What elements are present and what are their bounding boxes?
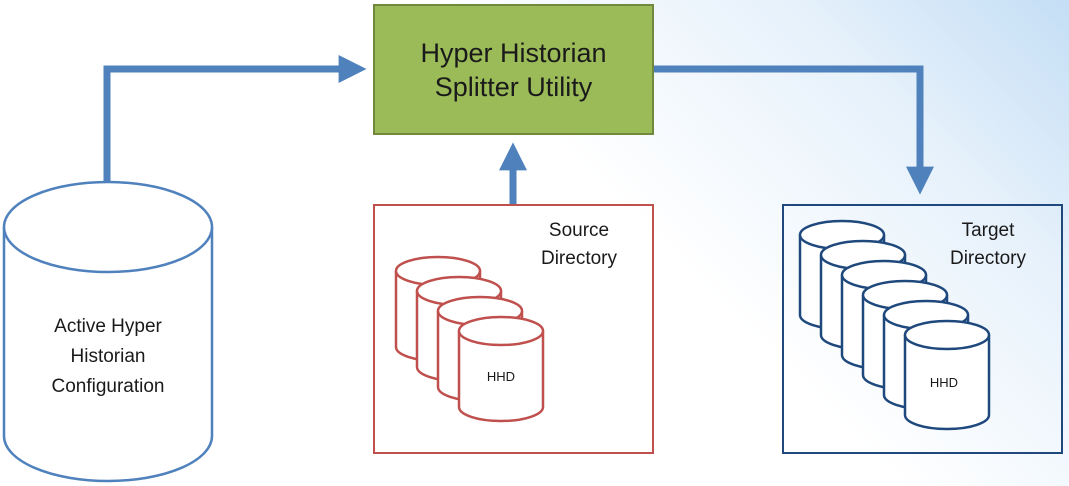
target-disk-icon <box>903 319 991 431</box>
arrow-config-to-splitter <box>103 55 367 185</box>
source-directory-box <box>373 204 654 454</box>
splitter-title-line2: Splitter Utility <box>434 71 593 102</box>
target-hhd-label: HHD <box>929 375 959 390</box>
target-directory-label: Target Directory <box>949 220 1026 269</box>
source-directory-label: Source Directory <box>540 220 617 269</box>
source-hhd-label: HHD <box>486 369 516 384</box>
arrow-splitter-to-target <box>654 65 934 195</box>
config-label: Active Hyper Historian Configuration <box>51 316 165 397</box>
splitter-title-line1: Hyper Historian <box>420 37 607 68</box>
splitter-utility-box: Hyper Historian Splitter Utility <box>373 4 654 135</box>
target-directory-box <box>782 204 1063 454</box>
source-disk-icon <box>457 315 545 423</box>
